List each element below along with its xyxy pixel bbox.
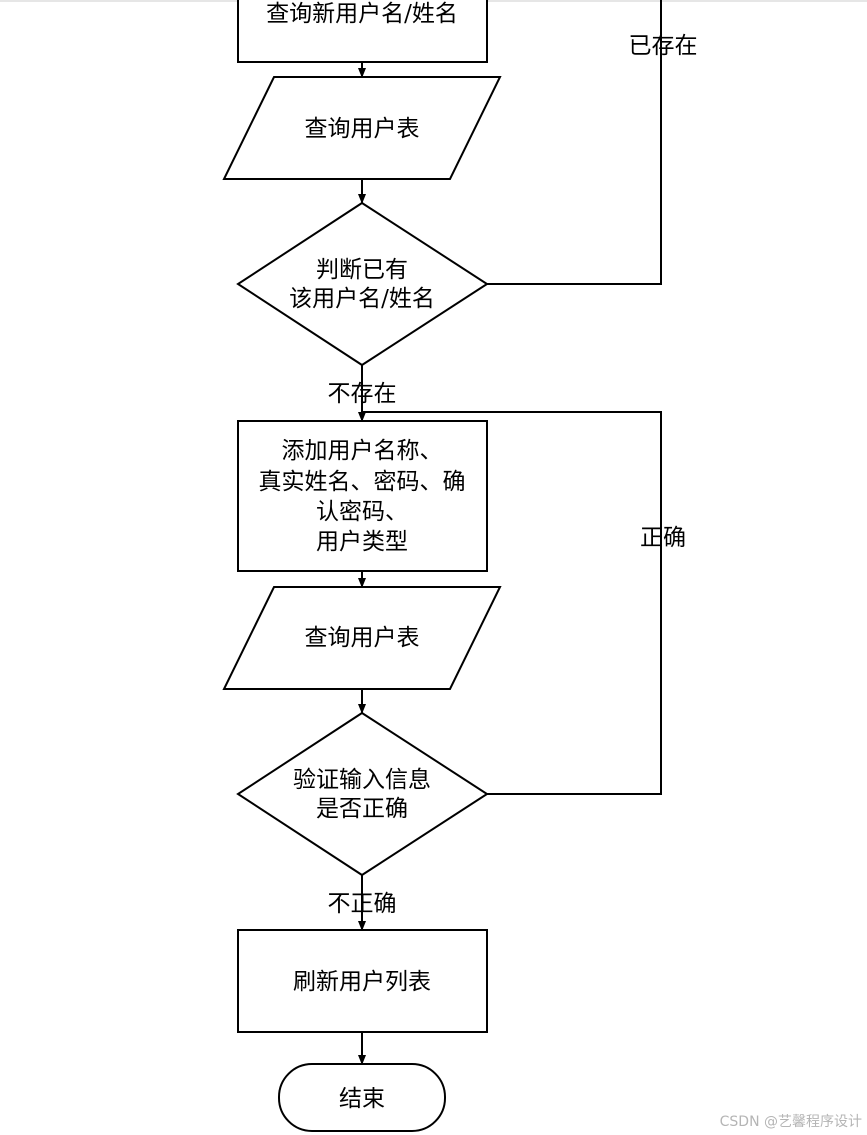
- check-exists-label-line2: 该用户名/姓名: [289, 286, 435, 312]
- exists-loop-line: [487, 0, 662, 285]
- edge-label-correct: 正确: [640, 525, 686, 551]
- add-user-label-line4: 用户类型: [316, 529, 408, 555]
- correct-loop-line: [362, 411, 662, 795]
- validate-label-line1: 验证输入信息: [293, 767, 431, 793]
- add-user-label-line2: 真实姓名、密码、确: [259, 469, 466, 495]
- query-user-table-parallelogram-2: [222, 586, 502, 690]
- check-exists-diamond: [236, 201, 489, 367]
- query-user-table-label-1: 查询用户表: [305, 116, 420, 142]
- query-user-table-parallelogram-1: [222, 76, 502, 180]
- edge-label-exists: 已存在: [629, 33, 698, 59]
- watermark: CSDN @艺馨程序设计: [720, 1114, 862, 1130]
- query-user-table-label-2: 查询用户表: [305, 625, 420, 651]
- add-user-box: [237, 420, 488, 572]
- refresh-list-box: [237, 929, 488, 1033]
- validate-label-line2: 是否正确: [316, 796, 408, 822]
- query-new-user-label: 查询新用户名/姓名: [266, 1, 458, 27]
- validate-diamond: [236, 711, 489, 877]
- check-exists-label-line1: 判断已有: [316, 257, 408, 283]
- edge-label-not-exists: 不存在: [328, 381, 397, 407]
- add-user-label-line1: 添加用户名称、: [282, 438, 443, 464]
- query-new-user-box: [237, 0, 488, 63]
- end-label: 结束: [339, 1086, 385, 1112]
- end-terminator: [278, 1063, 446, 1132]
- add-user-label-line3: 认密码、: [316, 499, 408, 525]
- refresh-list-label: 刷新用户列表: [293, 969, 431, 995]
- edge-label-incorrect: 不正确: [328, 891, 397, 917]
